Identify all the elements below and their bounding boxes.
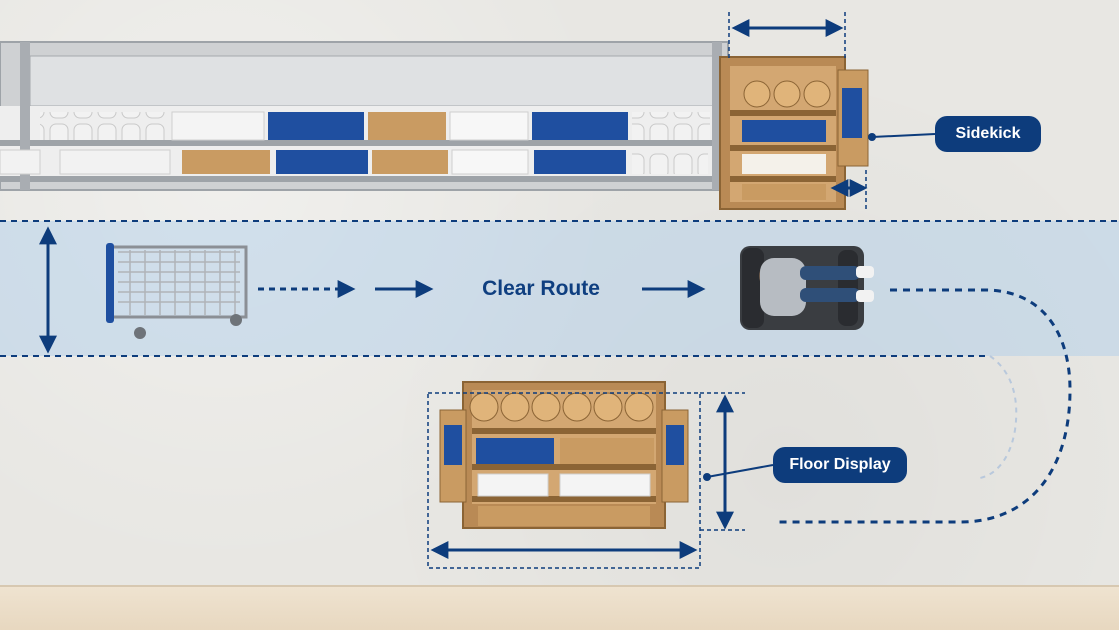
sidekick-display: [719, 56, 869, 210]
clear-route-label: Clear Route: [482, 277, 600, 300]
wall-shelving-unit: [0, 41, 729, 191]
sidekick-callout: Sidekick: [935, 116, 1041, 152]
shopping-cart-icon: [106, 243, 248, 339]
floor-display: [439, 381, 689, 529]
floor-display-footprint: [427, 392, 701, 569]
floor-display-callout: Floor Display: [773, 447, 907, 483]
wheelchair-user-icon: [740, 246, 874, 330]
turn-path-outer: [775, 288, 1072, 524]
turn-path-inner: [979, 355, 1018, 479]
baseboard: [0, 585, 1119, 630]
